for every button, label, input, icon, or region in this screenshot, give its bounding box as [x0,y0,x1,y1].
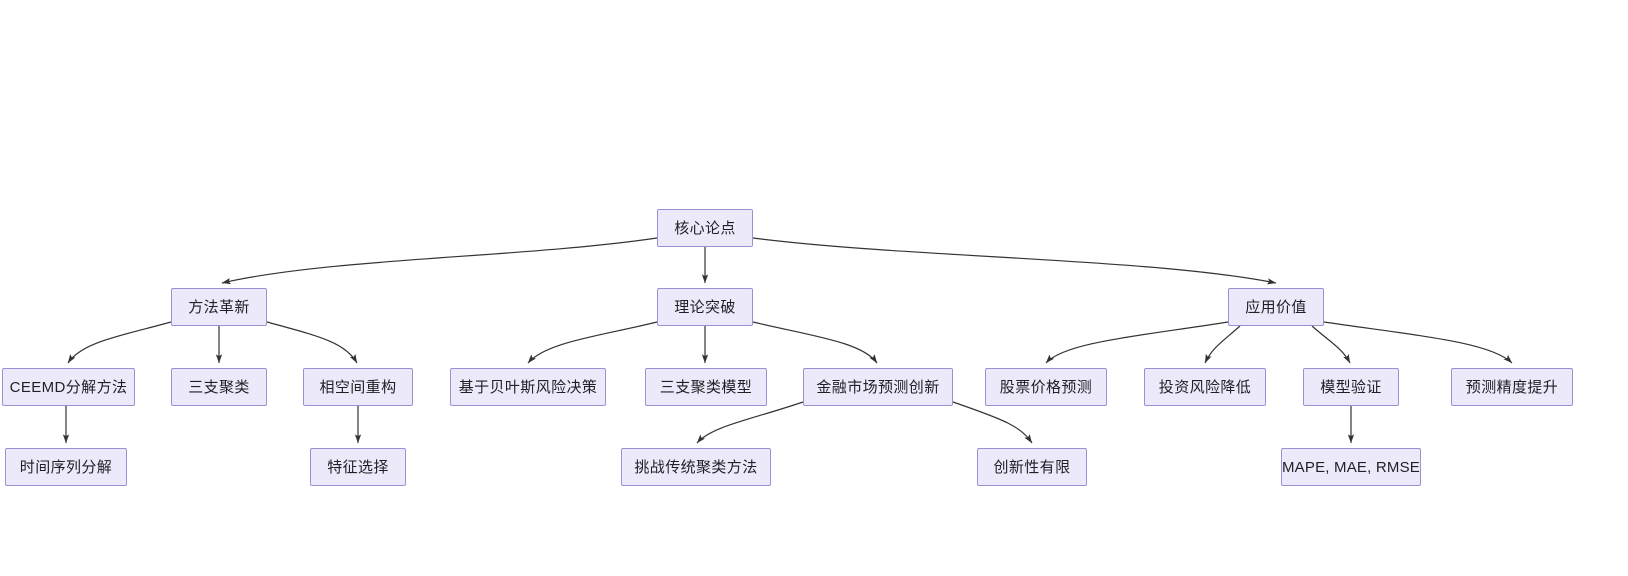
edge-b2-to-c4 [527,321,658,364]
node-c4[interactable]: 基于贝叶斯风险决策 [450,368,606,406]
node-c2[interactable]: 三支聚类 [171,368,267,406]
edge-b3-to-c8 [1204,325,1241,364]
edge-b1-to-c3 [266,321,358,364]
edge-b1-to-c1 [67,321,172,364]
node-label: 特征选择 [327,458,389,476]
edge-b3-to-c7 [1045,321,1229,364]
node-label: 三支聚类模型 [659,378,753,396]
node-label: 金融市场预测创新 [816,378,940,396]
node-d1[interactable]: 时间序列分解 [5,448,127,486]
edge-group [62,237,1513,444]
node-label: 相空间重构 [319,378,397,396]
edge-b2-to-c6 [752,321,878,364]
node-label: 投资风险降低 [1158,378,1252,396]
node-b2[interactable]: 理论突破 [657,288,753,326]
node-c7[interactable]: 股票价格预测 [985,368,1107,406]
node-label: 预测精度提升 [1465,378,1559,396]
node-c3[interactable]: 相空间重构 [303,368,413,406]
node-label: 方法革新 [188,298,250,316]
node-label: 挑战传统聚类方法 [634,458,758,476]
node-label: MAPE, MAE, RMSE [1281,458,1421,476]
node-root[interactable]: 核心论点 [657,209,753,247]
node-label: 三支聚类 [188,378,250,396]
node-label: CEEMD分解方法 [9,378,128,396]
node-b3[interactable]: 应用价值 [1228,288,1324,326]
edge-root-to-b3 [752,237,1277,285]
node-d4[interactable]: 创新性有限 [977,448,1087,486]
node-d3[interactable]: 挑战传统聚类方法 [621,448,771,486]
node-label: 应用价值 [1245,298,1307,316]
node-c9[interactable]: 模型验证 [1303,368,1399,406]
node-b1[interactable]: 方法革新 [171,288,267,326]
node-label: 模型验证 [1320,378,1382,396]
node-label: 股票价格预测 [999,378,1093,396]
node-c8[interactable]: 投资风险降低 [1144,368,1266,406]
edge-b3-to-c10 [1323,321,1513,364]
node-label: 时间序列分解 [19,458,113,476]
edge-c6-to-d3 [696,401,804,444]
edge-c6-to-d4 [952,401,1033,444]
node-d5[interactable]: MAPE, MAE, RMSE [1281,448,1421,486]
node-c10[interactable]: 预测精度提升 [1451,368,1573,406]
node-c6[interactable]: 金融市场预测创新 [803,368,953,406]
node-label: 创新性有限 [993,458,1071,476]
node-c1[interactable]: CEEMD分解方法 [2,368,135,406]
node-label: 理论突破 [674,298,736,316]
edge-b3-to-c9 [1311,325,1351,364]
node-d2[interactable]: 特征选择 [310,448,406,486]
node-c5[interactable]: 三支聚类模型 [645,368,767,406]
node-label: 基于贝叶斯风险决策 [458,378,598,396]
node-label: 核心论点 [674,219,736,237]
edge-root-to-b1 [221,237,658,285]
